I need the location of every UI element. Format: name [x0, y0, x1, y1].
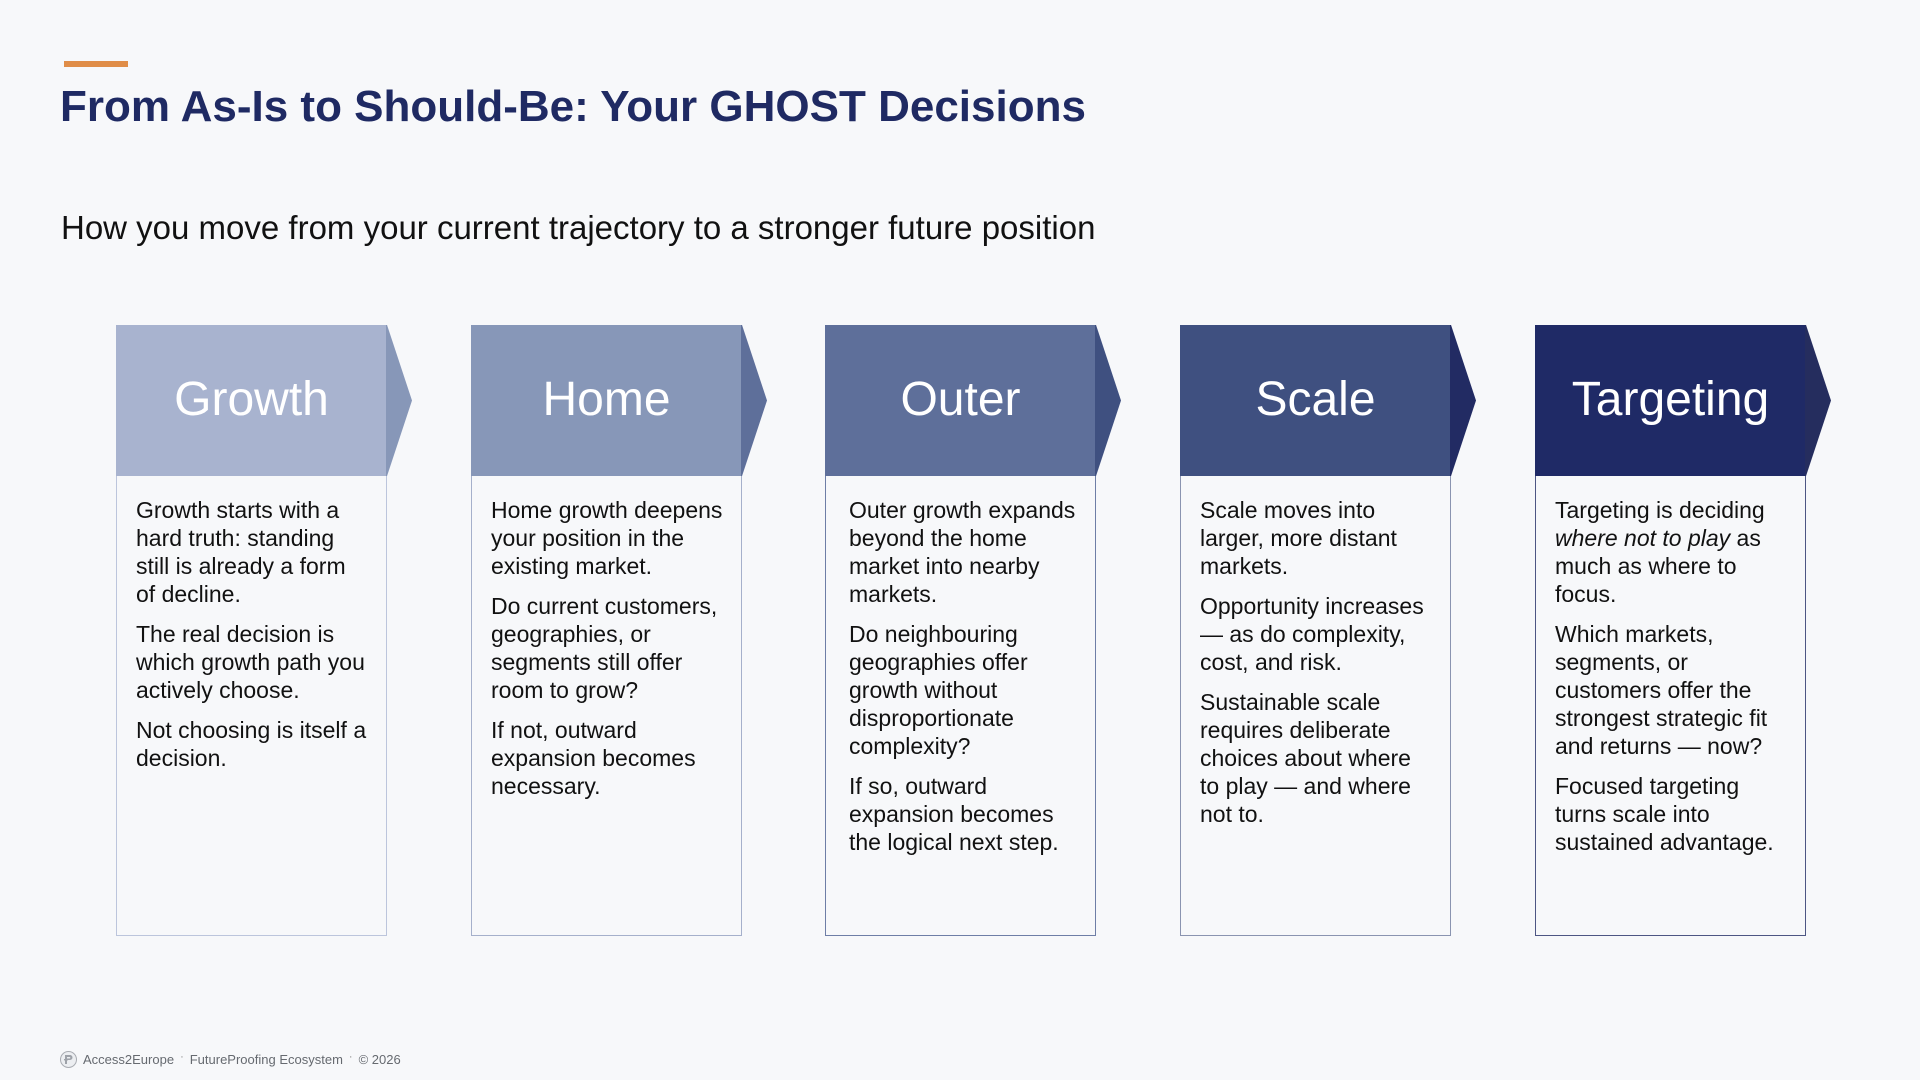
card-label: Scale [1255, 373, 1376, 426]
card-body-outer: Outer growth expands beyond the home mar… [825, 476, 1096, 936]
card-scale: Scale Scale moves into larger, more dist… [1180, 325, 1476, 936]
card-body-home: Home growth deepens your position in the… [471, 476, 742, 936]
slide-subtitle: How you move from your current trajector… [61, 209, 1096, 246]
footer-separator: · [348, 1051, 353, 1063]
card-paragraph: Growth starts with a hard truth: standin… [136, 497, 346, 607]
card-label: Home [542, 373, 671, 426]
card-body-targeting: Targeting is deciding where not to play … [1535, 476, 1806, 936]
brand-logo-icon [60, 1050, 77, 1068]
card-home: Home Home growth deepens your position i… [471, 325, 767, 936]
card-header-scale: Scale [1180, 325, 1451, 476]
card-header-home: Home [471, 325, 742, 476]
slide-title: From As-Is to Should-Be: Your GHOST Deci… [60, 82, 1086, 131]
card-paragraph: Do neighbouring geographies offer growth… [849, 621, 1028, 759]
footer-copyright: © 2026 [358, 1051, 401, 1067]
card-paragraph-emphasis: Targeting is deciding where not to play … [1555, 496, 1789, 608]
footer: Access2Europe · FutureProofing Ecosystem… [60, 1049, 401, 1069]
card-paragraph: Do current customers, geographies, or se… [491, 593, 718, 703]
chevron-arrow-icon [741, 325, 767, 476]
footer-brand: Access2Europe [83, 1051, 175, 1067]
card-outer: Outer Outer growth expands beyond the ho… [825, 325, 1121, 936]
card-body-scale: Scale moves into larger, more distant ma… [1180, 476, 1451, 936]
card-header-targeting: Targeting [1535, 325, 1806, 476]
card-paragraph: Which markets, segments, or customers of… [1555, 621, 1768, 759]
accent-bar [64, 61, 128, 67]
text-segment: as much as where to focus. [1555, 525, 1761, 607]
card-targeting: Targeting Targeting is deciding where no… [1535, 325, 1831, 936]
card-label: Growth [174, 373, 329, 426]
card-header-outer: Outer [825, 325, 1096, 476]
italic-emphasis: where not to play [1555, 525, 1731, 551]
card-paragraph: If not, outward expansion becomes necess… [491, 717, 696, 799]
card-label: Targeting [1571, 373, 1770, 426]
chevron-arrow-icon [1095, 325, 1121, 476]
card-paragraph: The real decision is which growth path y… [136, 621, 365, 703]
text-segment: Targeting is deciding [1555, 497, 1765, 523]
footer-separator: · [180, 1051, 184, 1063]
chevron-arrow-icon [386, 325, 412, 476]
card-paragraph: Outer growth expands beyond the home mar… [849, 497, 1076, 607]
card-header-growth: Growth [116, 325, 387, 476]
chevron-arrow-icon [1450, 325, 1476, 476]
card-paragraph: Home growth deepens your position in the… [491, 497, 723, 579]
logo-glyph-icon [64, 1054, 73, 1064]
card-paragraph: Opportunity increases — as do complexity… [1200, 593, 1424, 675]
card-paragraph: Scale moves into larger, more distant ma… [1200, 497, 1397, 579]
card-paragraph: If so, outward expansion becomes the log… [849, 773, 1059, 855]
card-paragraph: Sustainable scale requires deliberate ch… [1200, 689, 1411, 827]
card-label: Outer [900, 373, 1021, 426]
card-body-growth: Growth starts with a hard truth: standin… [116, 476, 387, 936]
chevron-arrow-icon [1805, 325, 1831, 476]
card-paragraph: Focused targeting turns scale into susta… [1555, 773, 1774, 855]
footer-product: FutureProofing Ecosystem [189, 1051, 343, 1067]
card-growth: Growth Growth starts with a hard truth: … [116, 325, 412, 936]
card-paragraph: Not choosing is itself a decision. [136, 717, 367, 771]
